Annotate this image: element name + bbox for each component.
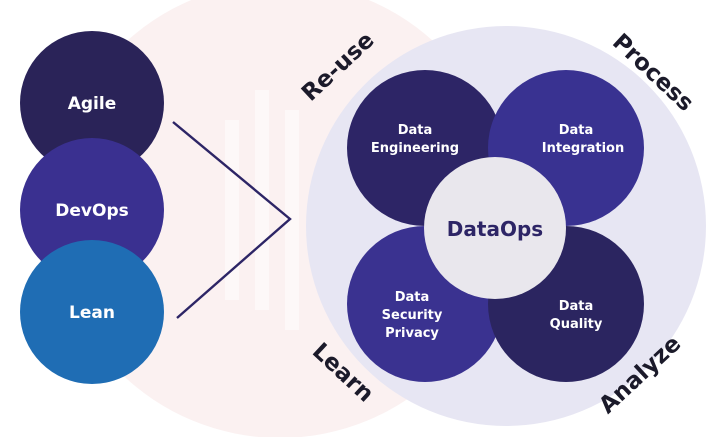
- integration-line2: Integration: [542, 141, 624, 156]
- security-line1: Data: [395, 290, 430, 305]
- lean-circle: [20, 240, 164, 384]
- agile-circle: [20, 31, 164, 175]
- devops-label: DevOps: [55, 201, 128, 221]
- agile-label: Agile: [68, 94, 117, 114]
- left-stack: Agile DevOps Lean: [20, 31, 164, 384]
- dataops-center-circle: [424, 157, 566, 299]
- dataops-center-label: DataOps: [447, 217, 543, 241]
- connector-chevron: [172, 121, 292, 319]
- devops-circle: [20, 138, 164, 282]
- engineering-line1: Data: [398, 123, 433, 138]
- integration-line1: Data: [559, 123, 594, 138]
- security-line3: Privacy: [385, 326, 439, 341]
- lean-label: Lean: [69, 303, 115, 323]
- engineering-line2: Engineering: [371, 141, 459, 156]
- security-line2: Security: [382, 308, 443, 323]
- quality-line2: Quality: [550, 317, 603, 332]
- quality-line1: Data: [559, 299, 594, 314]
